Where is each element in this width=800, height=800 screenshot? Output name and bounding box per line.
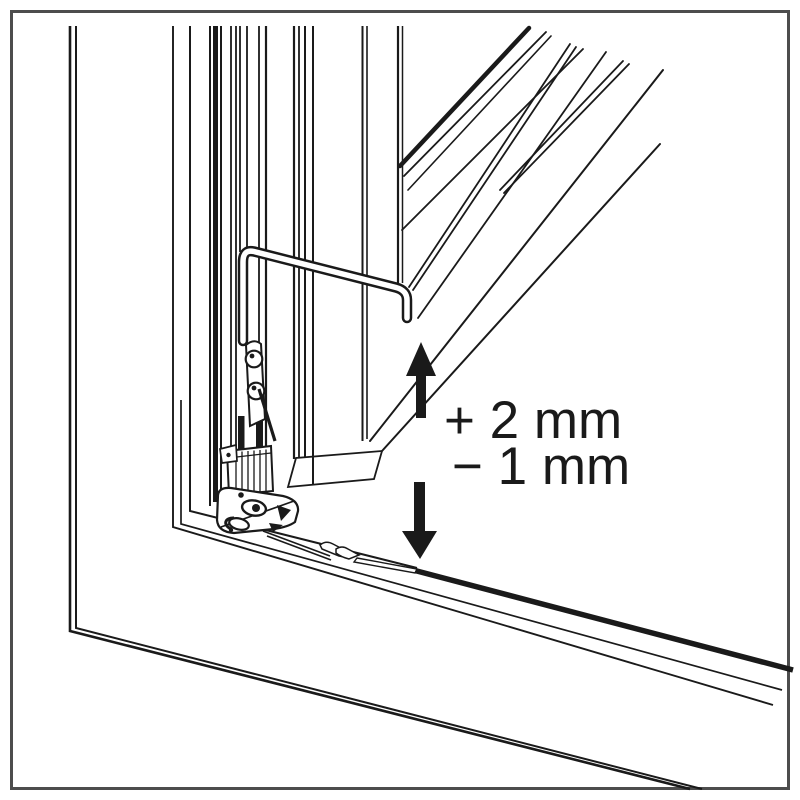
up-arrow-icon (406, 342, 436, 418)
frame-profile-lines (172, 26, 794, 706)
corner-hinge (215, 340, 332, 561)
image-border (10, 10, 790, 790)
adjustment-raise-label: + 2 mm (444, 391, 623, 450)
sash-profile-lines (239, 26, 404, 489)
hinge-channel-slot (256, 418, 263, 452)
hinge-channel-slot (238, 416, 245, 450)
hinge-strut (257, 388, 277, 442)
adjustment-gear-block (225, 444, 275, 497)
down-arrow-icon (402, 482, 437, 559)
hex-key-icon (237, 245, 413, 347)
adjustment-lower-label: − 1 mm (452, 437, 631, 496)
glazing-lines (369, 25, 664, 452)
outer-frame-lines (68, 26, 703, 791)
bottom-frame-hardware (319, 541, 419, 574)
